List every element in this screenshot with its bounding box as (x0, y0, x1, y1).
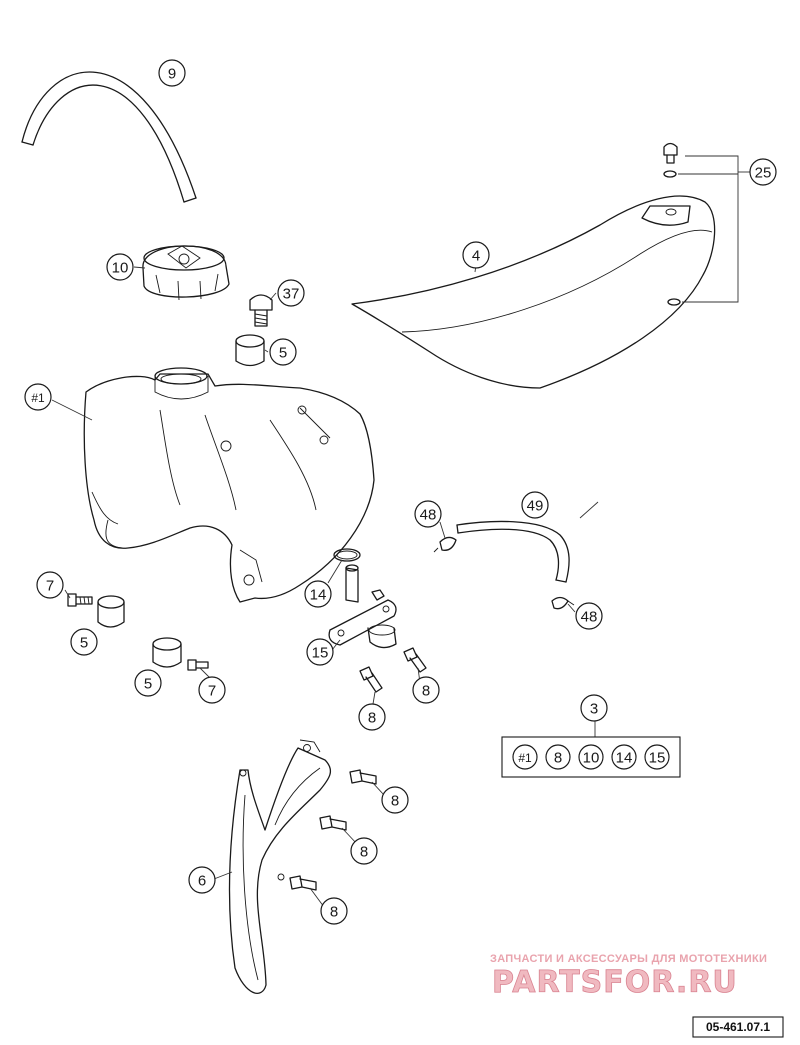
kit-item-15: 15 (644, 744, 670, 770)
svg-text:49: 49 (527, 498, 544, 515)
rubber-spacer-mid (152, 637, 182, 668)
svg-text:5: 5 (279, 345, 287, 362)
callout-seat-4: 4 (462, 241, 490, 269)
svg-text:8: 8 (360, 844, 368, 861)
svg-text:7: 7 (46, 578, 54, 595)
svg-text:8: 8 (330, 904, 338, 921)
svg-text:5: 5 (80, 635, 88, 652)
svg-text:37: 37 (283, 286, 300, 303)
svg-text:8: 8 (368, 710, 376, 727)
callout-screw-8-c: 8 (381, 786, 409, 814)
svg-text:14: 14 (616, 750, 633, 767)
drawing-code-box: 05-461.07.1 (692, 1016, 784, 1038)
callout-tank-1: #1 (24, 383, 52, 411)
hose-clamp-bottom (551, 596, 575, 610)
svg-text:48: 48 (581, 609, 598, 626)
callout-spacer-5-top: 5 (269, 338, 297, 366)
kit-25-bracket (678, 155, 750, 303)
callout-spacer-5-mid: 5 (134, 669, 162, 697)
fuel-tap (328, 564, 397, 649)
callout-screw-8-a: 8 (412, 676, 440, 704)
svg-text:48: 48 (420, 507, 437, 524)
callout-clamp-48-top: 48 (414, 500, 442, 528)
svg-text:14: 14 (310, 587, 327, 604)
svg-text:3: 3 (590, 701, 598, 718)
callout-hose-49: 49 (521, 491, 549, 519)
svg-text:8: 8 (554, 750, 562, 767)
hose-clamp-top (433, 536, 457, 553)
kit-item-14: 14 (611, 744, 637, 770)
svg-text:15: 15 (312, 645, 329, 662)
screw-7-left (67, 593, 93, 607)
fuel-hose (456, 520, 570, 583)
svg-text:#1: #1 (31, 391, 45, 405)
screw-8-shroud-c (289, 875, 317, 891)
callout-kit-3: 3 (580, 694, 608, 722)
callout-hose-9: 9 (158, 59, 186, 87)
screw-37 (249, 294, 273, 327)
svg-text:4: 4 (472, 248, 480, 265)
callout-screw-7-left: 7 (36, 571, 64, 599)
svg-text:10: 10 (112, 260, 129, 277)
kit-item-10: 10 (578, 744, 604, 770)
breather-hose (21, 71, 197, 203)
callout-screw-8-b: 8 (358, 703, 386, 731)
callout-cap-10: 10 (106, 253, 134, 281)
rubber-spacer-left (97, 595, 125, 628)
screw-8-shroud-a (349, 769, 377, 785)
svg-text:15: 15 (649, 750, 666, 767)
seat-bolt-kit (663, 142, 681, 306)
svg-text:7: 7 (208, 683, 216, 700)
watermark-logo: PARTSFOR.RU (492, 965, 738, 1000)
seat (351, 195, 716, 389)
kit-item-8: 8 (545, 744, 571, 770)
tank-shroud (228, 739, 332, 994)
svg-text:6: 6 (198, 873, 206, 890)
svg-text:#1: #1 (518, 751, 532, 765)
callout-clamp-48-bottom: 48 (575, 602, 603, 630)
screw-7-mid (187, 659, 209, 671)
callout-screw-37: 37 (277, 279, 305, 307)
callout-tap-15: 15 (306, 638, 334, 666)
kit-3-box: #1 8 10 14 15 (501, 736, 681, 778)
svg-text:8: 8 (422, 683, 430, 700)
callout-kit-25: 25 (749, 158, 777, 186)
screw-8-tap-left (359, 666, 383, 693)
rubber-spacer-top (235, 334, 265, 367)
callout-oring-14: 14 (304, 580, 332, 608)
callout-spacer-5-left: 5 (70, 628, 98, 656)
kit-item-1: #1 (512, 744, 538, 770)
svg-text:10: 10 (583, 750, 600, 767)
fuel-cap (142, 245, 230, 301)
screw-8-tap-right (403, 647, 427, 673)
svg-text:25: 25 (755, 165, 772, 182)
svg-text:9: 9 (168, 66, 176, 83)
callout-screw-8-e: 8 (320, 897, 348, 925)
o-ring (333, 548, 361, 562)
fuel-tank (83, 367, 375, 603)
watermark-tagline: ЗАПЧАСТИ И АКСЕССУАРЫ ДЛЯ МОТОТЕХНИКИ (490, 953, 767, 965)
drawing-code: 05-461.07.1 (706, 1020, 770, 1034)
svg-text:8: 8 (391, 793, 399, 810)
callout-screw-7-mid: 7 (198, 676, 226, 704)
callout-shroud-6: 6 (188, 866, 216, 894)
callout-screw-8-d: 8 (350, 837, 378, 865)
watermark: ЗАПЧАСТИ И АКСЕССУАРЫ ДЛЯ МОТОТЕХНИКИ PA… (490, 953, 767, 1000)
svg-text:5: 5 (144, 676, 152, 693)
screw-8-shroud-b (319, 815, 347, 831)
